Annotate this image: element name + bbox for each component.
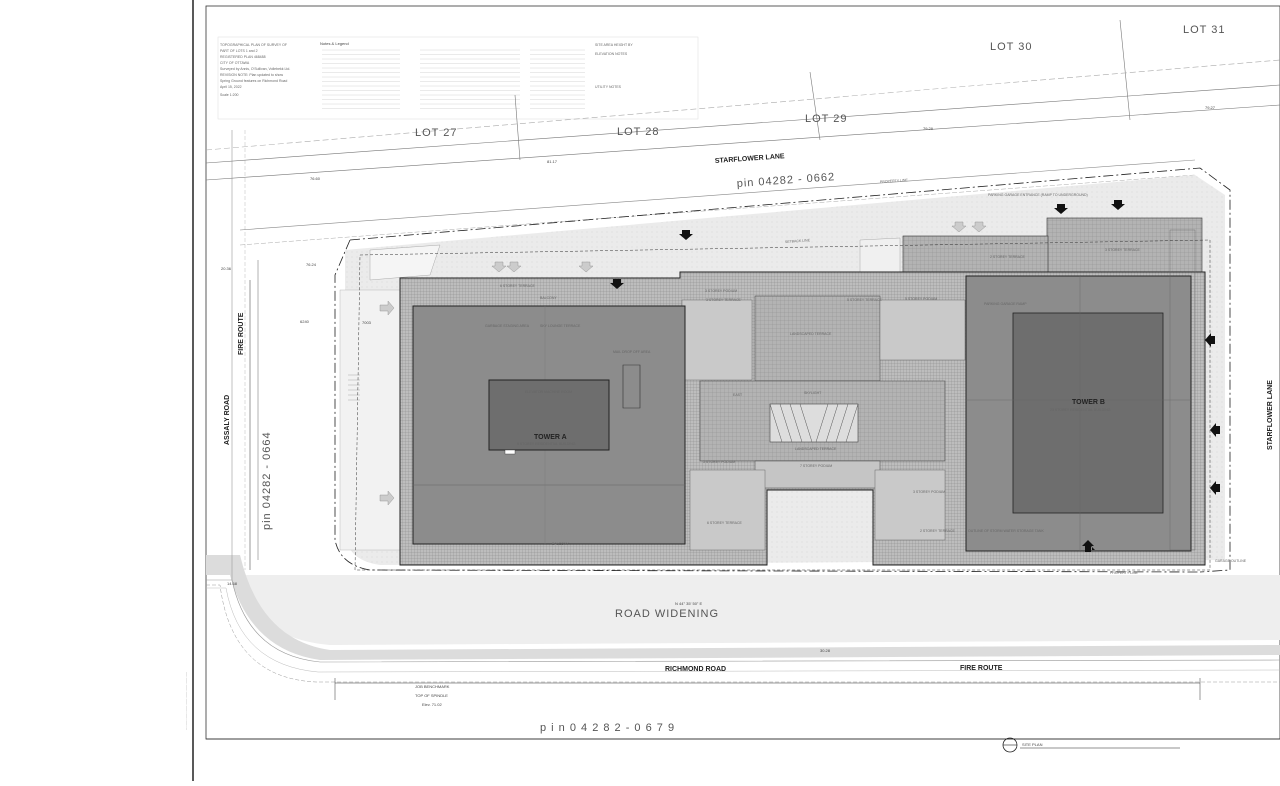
benchmark-line2: TOP OF SPINDLE <box>415 693 448 698</box>
area-label: LANDSCAPED TERRACE <box>790 332 832 336</box>
area-label: PROPERTY LINE <box>880 178 909 184</box>
area-label: SKY LOUNGE TERRACE <box>540 324 581 328</box>
area-label: 3 STOREY TERRACE <box>1105 248 1140 252</box>
svg-text:Spring Ground features on Rich: Spring Ground features on Richmond Road <box>220 79 287 83</box>
site-plan-label: SITE PLAN <box>1022 742 1043 747</box>
lot-31-label: LOT 31 <box>1183 24 1226 36</box>
lot-lines <box>205 19 1280 181</box>
svg-text:REGISTERED PLAN 468488: REGISTERED PLAN 468488 <box>220 55 266 59</box>
area-label: BALCONY <box>540 296 557 300</box>
area-label: 6 STOREY TERRACE <box>707 521 742 525</box>
area-label: SETBACK LINE <box>785 238 811 244</box>
benchmark-line1: JOB BENCHMARK <box>415 684 450 689</box>
svg-text:PART OF LOTS 1 and 2: PART OF LOTS 1 and 2 <box>220 49 258 53</box>
area-label: PARKING GARAGE RAMP <box>984 302 1027 306</box>
down-arrow-icon <box>1111 200 1125 210</box>
tower-b-subtitle: 23 STOREY RESIDENTIAL BUILDING <box>1050 408 1111 412</box>
road-widening-label: ROAD WIDENING <box>615 608 719 620</box>
down-arrow-icon <box>610 279 624 289</box>
tower-a-label: TOWER A <box>534 434 567 441</box>
garage-outline <box>354 239 1211 571</box>
area-label: SKYLIGHT <box>804 391 822 395</box>
sidewalk-paving <box>206 575 1280 645</box>
notes-legend-block: TOPOGRAPHICAL PLAN OF SURVEY OF PART OF … <box>217 36 699 120</box>
assaly-road-label: ASSALY ROAD <box>224 395 231 445</box>
lot-28-label: LOT 28 <box>617 126 660 138</box>
dimension: 6240 <box>300 319 310 324</box>
area-label: 3 STOREY PODIUM <box>913 490 945 494</box>
lot-27-label: LOT 27 <box>415 127 458 139</box>
landscaped-terrace-north <box>754 295 881 382</box>
road-curb-band <box>206 555 1280 660</box>
area-label: 6 STOREY TERRACE <box>500 284 535 288</box>
area-label: PROPERTY LINE <box>1110 571 1139 575</box>
area-label: 2 STOREY TERRACE <box>990 255 1025 259</box>
area-label: 5 STOREY TERRACE <box>847 298 882 302</box>
elevator-machine-room <box>488 379 610 451</box>
fire-route-west-label: FIRE ROUTE <box>238 312 245 355</box>
benchmark-line3: Elev. 71.02 <box>422 702 442 707</box>
area-label: 2 STOREY TERRACE <box>920 529 955 533</box>
pin-west-label: pin 04282 - 0664 <box>261 431 273 530</box>
area-label: MAIL DROP OFF AREA <box>613 350 651 354</box>
dimension: 30.28 <box>820 648 831 653</box>
north-east-terrace <box>1046 217 1203 276</box>
dimension: 79.29 <box>923 126 934 131</box>
area-label: LANDSCAPED TERRACE <box>795 447 837 451</box>
left-arrow-icon <box>1205 333 1215 347</box>
svg-text:SITE AREA HEIGHT BY: SITE AREA HEIGHT BY <box>595 43 633 47</box>
property-line <box>349 167 1231 573</box>
starflower-lane-east-label: STARFLOWER LANE <box>1267 380 1274 450</box>
fire-route-south-label: FIRE ROUTE <box>960 665 1003 672</box>
site-plan-title <box>1002 737 1180 753</box>
lot-30-label: LOT 30 <box>990 41 1033 53</box>
area-label: 7 STOREY PODIUM <box>800 464 832 468</box>
richmond-road-label: RICHMOND ROAD <box>665 666 726 673</box>
tower-b-label: TOWER B <box>1072 399 1105 406</box>
area-label: 5 STOREY PODIUM <box>905 297 937 301</box>
dimension: 20.36 <box>221 266 232 271</box>
dimension: 79.27 <box>1205 105 1216 110</box>
svg-text:UTILITY NOTES: UTILITY NOTES <box>595 85 622 89</box>
svg-text:Scale 1:200: Scale 1:200 <box>220 93 239 97</box>
left-arrow-icon <box>1210 481 1220 495</box>
access-arrows <box>610 200 1220 552</box>
dimension: 7003 <box>362 320 372 325</box>
down-arrow-icon <box>1054 204 1068 214</box>
dimension: 76.24 <box>306 262 317 267</box>
svg-text:TOPOGRAPHICAL PLAN OF SURVEY O: TOPOGRAPHICAL PLAN OF SURVEY OF <box>220 43 287 47</box>
elevator-room-label: ELEVATOR MACHINE ROOM <box>525 390 572 394</box>
area-label: GARAGE OUTLINE <box>1215 559 1247 563</box>
area-label: 3 STOREY PODIUM <box>705 289 737 293</box>
up-arrow-icon <box>1082 540 1094 552</box>
pin-south-label: p i n 0 4 2 8 2 - 0 6 7 9 <box>540 722 675 734</box>
dimension: 76.60 <box>310 176 321 181</box>
area-label: EAST <box>733 393 743 397</box>
svg-text:April 15, 2022: April 15, 2022 <box>220 85 242 89</box>
dimension-line-south <box>334 678 1201 700</box>
svg-text:ELEVATION NOTES: ELEVATION NOTES <box>595 52 628 56</box>
svg-text:CITY OF OTTAWA: CITY OF OTTAWA <box>220 61 250 65</box>
area-label: 3 STOREY PODIUM <box>703 460 735 464</box>
skylight <box>769 403 859 443</box>
area-label: GARBAGE STAGING AREA <box>485 324 530 328</box>
lot-29-label: LOT 29 <box>805 113 848 125</box>
dimension: 81.17 <box>547 159 558 164</box>
area-label: 3 STOREY TERRACE <box>706 298 741 302</box>
starflower-lane-label: STARFLOWER LANE <box>715 153 786 165</box>
down-arrow-icon <box>679 230 693 240</box>
bearing-label: N 44° 35' 50" E <box>675 601 702 606</box>
area-label: PARKING GARAGE ENTRANCE (RAMP TO UNDERGR… <box>988 193 1088 197</box>
tower-a-subtitle: 9 STOREY RESIDENTIAL BUILDING <box>517 442 576 446</box>
left-arrow-icon <box>1210 423 1220 437</box>
svg-text:Surveyed by Annis, O'Sullivan,: Surveyed by Annis, O'Sullivan, Vollebekk… <box>220 67 290 71</box>
area-label: BALCONY <box>552 542 569 546</box>
svg-text:REVISION NOTE: Plan updated to: REVISION NOTE: Plan updated to show <box>220 73 284 77</box>
area-label: OUTLINE OF STORM WATER STORAGE TANK <box>968 529 1044 533</box>
legend-title: Notes & Legend <box>320 41 349 46</box>
sheet-filepath: ········································… <box>185 672 189 730</box>
dimension: 14.68 <box>227 581 238 586</box>
